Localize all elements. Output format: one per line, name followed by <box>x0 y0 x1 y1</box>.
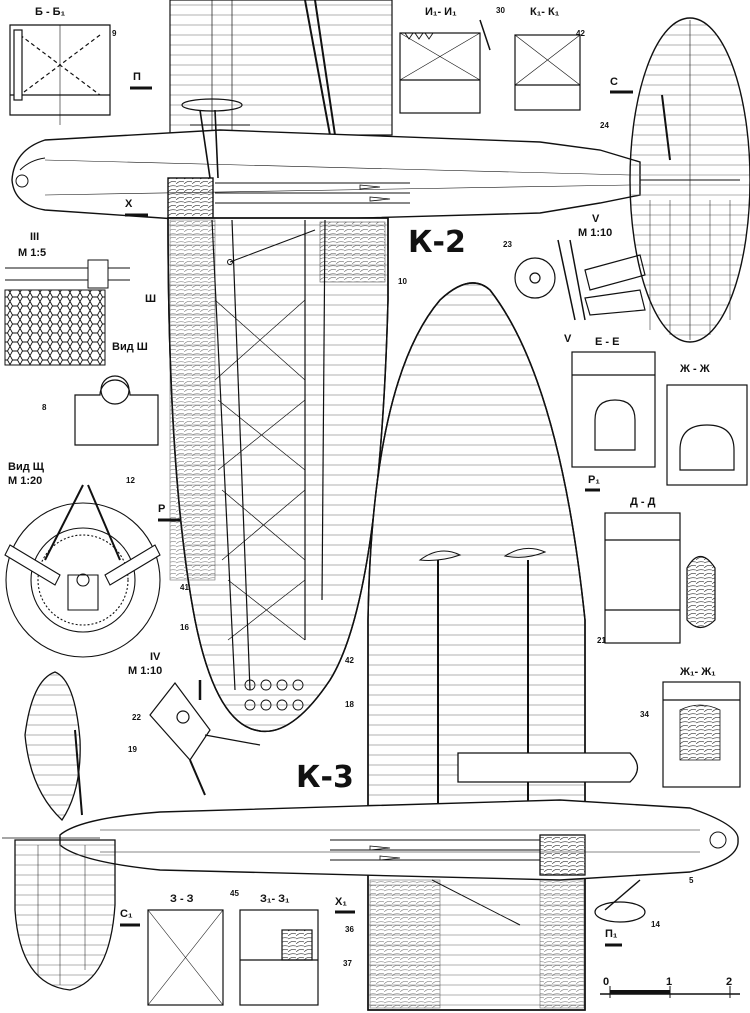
k2-tail-fin <box>629 17 750 343</box>
detail-vid-shch-label: Вид Щ <box>8 461 45 473</box>
detail-vid-sh-label: Вид Ш <box>112 341 148 353</box>
callout-41: 41 <box>180 583 189 592</box>
scale-label-1: 1 <box>666 976 672 988</box>
callout-5: 5 <box>689 876 694 885</box>
detail-v-scale: М 1:10 <box>578 227 612 239</box>
callout-21: 21 <box>597 636 606 645</box>
marker-s: С <box>610 76 618 88</box>
section-ee <box>571 351 656 468</box>
section-ii <box>399 19 491 114</box>
marker-p1: П₁ <box>605 928 618 940</box>
callout-16: 16 <box>180 623 189 632</box>
k3-tail <box>14 671 116 991</box>
callout-8: 8 <box>42 403 47 412</box>
detail-iv-scale: М 1:10 <box>128 665 162 677</box>
section-label-ii: И₁- И₁ <box>425 6 457 18</box>
callout-37: 37 <box>343 959 352 968</box>
callout-30: 30 <box>496 6 505 15</box>
detail-v-label: V <box>592 213 600 225</box>
section-zz <box>147 909 224 1006</box>
marker-p: П <box>133 71 141 83</box>
k3-wing <box>367 282 586 1011</box>
section-label-kk: К₁- К₁ <box>530 6 560 18</box>
callout-14: 14 <box>651 920 660 929</box>
detail-iii-label: III <box>30 231 39 243</box>
marker-sh: Ш <box>145 293 156 305</box>
marker-x1: Х₁ <box>335 896 347 908</box>
detail-vid-sh <box>74 375 159 446</box>
detail-vid-shch-wheel <box>4 484 161 658</box>
k2-upper-wing <box>169 0 393 136</box>
section-bb <box>9 24 111 125</box>
callout-45: 45 <box>230 889 239 898</box>
k2-fuselage <box>11 98 641 223</box>
scale-bar <box>600 986 740 998</box>
marker-r1: Р₁ <box>588 474 600 486</box>
k2-lower-wing <box>167 217 389 733</box>
section-label-zhzh: Ж - Ж <box>679 363 710 375</box>
callout-36: 36 <box>345 925 354 934</box>
marker-v: V <box>564 333 572 345</box>
callout-42b: 42 <box>345 656 354 665</box>
section-label-ee: Е - Е <box>595 336 619 348</box>
section-label-dd: Д - Д <box>630 496 656 508</box>
callout-22: 22 <box>132 713 141 722</box>
callout-10: 10 <box>398 277 407 286</box>
section-label-bb: Б - Б₁ <box>35 6 66 18</box>
detail-vid-shch-scale: М 1:20 <box>8 475 42 487</box>
marker-r: Р <box>158 503 165 515</box>
detail-iv-label: IV <box>150 651 161 663</box>
section-label-zhzh1: Ж₁- Ж₁ <box>679 666 716 678</box>
section-kk <box>514 34 581 111</box>
k3-title: К-3 <box>296 760 354 795</box>
callout-42: 42 <box>576 29 585 38</box>
section-label-zz1: З₁- З₁ <box>260 893 290 905</box>
cut-marks <box>120 86 633 947</box>
section-zhzh1 <box>662 681 741 788</box>
callout-18: 18 <box>345 700 354 709</box>
callout-9: 9 <box>112 29 117 38</box>
section-dd <box>604 512 716 644</box>
k2-title: К-2 <box>408 225 466 260</box>
marker-x: Х <box>125 198 133 210</box>
detail-iii-scale: М 1:5 <box>18 247 46 259</box>
callout-34: 34 <box>640 710 649 719</box>
scale-label-2: 2 <box>726 976 732 988</box>
detail-v <box>514 239 646 321</box>
detail-iii <box>4 259 130 366</box>
callout-24: 24 <box>600 121 609 130</box>
callout-19: 19 <box>128 745 137 754</box>
callout-23: 23 <box>503 240 512 249</box>
callout-12: 12 <box>126 476 135 485</box>
section-zz1 <box>239 909 319 1006</box>
scale-label-0: 0 <box>603 976 609 988</box>
k3-fuel-tank <box>457 752 639 783</box>
section-label-zz: З - З <box>170 893 194 905</box>
detail-iv <box>149 680 261 796</box>
marker-s1: С₁ <box>120 908 133 920</box>
section-zhzh <box>666 384 748 486</box>
